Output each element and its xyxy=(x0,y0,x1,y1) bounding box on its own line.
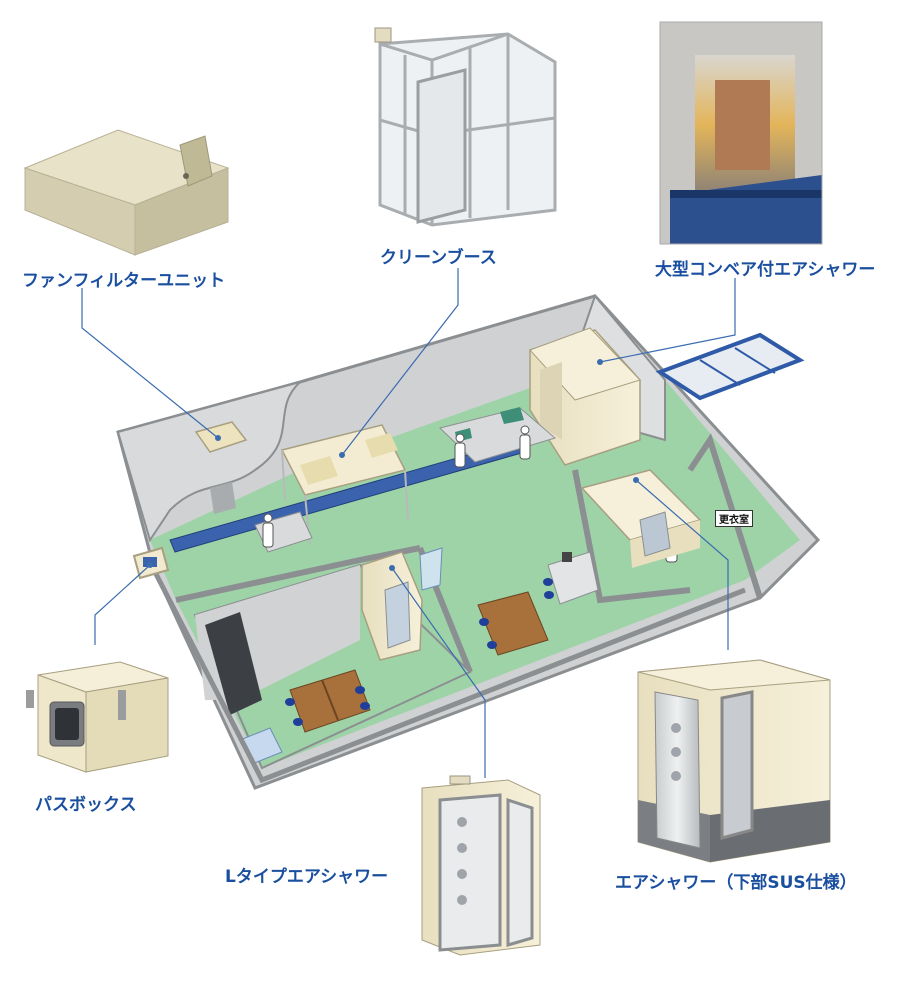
front-wall-edge xyxy=(152,570,746,784)
ffu-in-plan xyxy=(194,421,248,453)
conveyor-air-shower-photo xyxy=(659,21,823,245)
meeting-table-center xyxy=(477,591,549,656)
leader-sus-shower xyxy=(635,479,729,650)
l-type-air-shower-illustration xyxy=(421,775,541,956)
cart xyxy=(210,482,236,514)
leader-ffu xyxy=(81,288,219,439)
partition-wall-room xyxy=(572,469,691,604)
label-air-shower-sus: エアシャワー（下部SUS仕様） xyxy=(615,873,857,893)
label-clean-booth: クリーンブース xyxy=(380,248,497,268)
label-l-type-air-shower: Lタイプエアシャワー xyxy=(225,867,389,887)
curved-wall xyxy=(116,381,301,543)
office-chairs xyxy=(543,578,554,599)
office-desk xyxy=(547,551,599,605)
clean-booth-illustration xyxy=(374,27,557,227)
leader-l-shower xyxy=(391,567,486,778)
glass-door-open xyxy=(419,547,443,591)
fan-filter-unit-illustration xyxy=(23,129,230,256)
label-conveyor-air-shower: 大型コンベア付エアシャワー xyxy=(655,260,876,280)
label-pass-box: パスボックス xyxy=(35,795,137,815)
label-fan-filter-unit: ファンフィルターユニット xyxy=(22,271,226,291)
leader-clean-booth xyxy=(341,268,459,456)
leader-pass-box xyxy=(94,564,151,645)
leader-conveyor-shower xyxy=(599,278,736,363)
partition-wall-right xyxy=(687,433,763,599)
external-conveyor xyxy=(655,332,805,401)
floor-plan: 更衣室 xyxy=(116,293,821,790)
pass-box-illustration xyxy=(26,661,169,773)
changing-room-tag: 更衣室 xyxy=(715,510,753,527)
air-shower-sus-illustration xyxy=(637,659,831,863)
locker-cabinet xyxy=(205,612,262,715)
leader-lines xyxy=(81,268,736,778)
